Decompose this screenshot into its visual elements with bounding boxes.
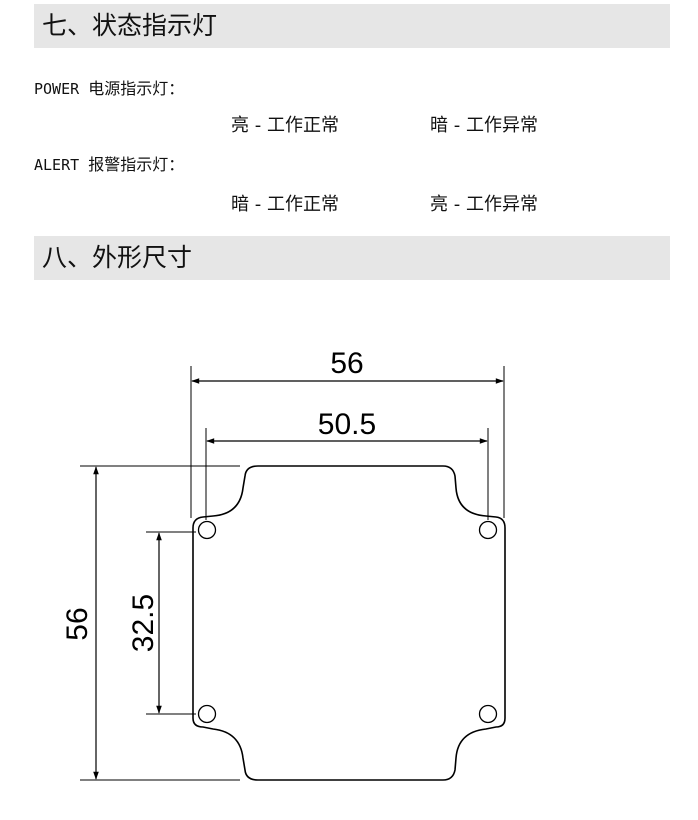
dim-hole-spacing-width-label: 50.5 — [318, 408, 376, 441]
alert-state-normal: 暗 - 工作正常 — [231, 194, 339, 215]
dimension-drawing: 56 50.5 56 32.5 — [61, 347, 506, 781]
alert-label-en: ALERT — [34, 156, 80, 174]
hole-bottom-left — [197, 704, 217, 724]
section-8-heading: 八、外形尺寸 — [34, 236, 670, 280]
power-label-zh: 电源指示灯 — [88, 79, 169, 98]
dim-overall-height-label: 56 — [61, 607, 94, 640]
dim-hole-spacing-height-label: 32.5 — [127, 594, 160, 652]
plate-outline — [192, 465, 506, 781]
hole-top-left — [197, 520, 217, 540]
hole-bottom-right — [478, 704, 498, 724]
power-state-normal: 亮 - 工作正常 — [231, 115, 339, 136]
section-8-title: 八、外形尺寸 — [42, 243, 193, 272]
alert-state-abnormal: 亮 - 工作异常 — [430, 194, 538, 215]
alert-indicator-label: ALERT 报警指示灯： — [34, 151, 184, 175]
power-indicator-label: POWER 电源指示灯： — [34, 75, 184, 99]
section-7-title: 七、状态指示灯 — [42, 11, 218, 40]
alert-label-zh: 报警指示灯 — [88, 155, 169, 174]
hole-top-right — [478, 520, 498, 540]
power-state-abnormal: 暗 - 工作异常 — [430, 115, 538, 136]
alert-colon: ： — [168, 155, 185, 174]
power-label-en: POWER — [34, 80, 80, 98]
power-colon: ： — [168, 79, 185, 98]
dim-overall-width-label: 56 — [330, 347, 363, 380]
section-7-heading: 七、状态指示灯 — [34, 4, 670, 48]
